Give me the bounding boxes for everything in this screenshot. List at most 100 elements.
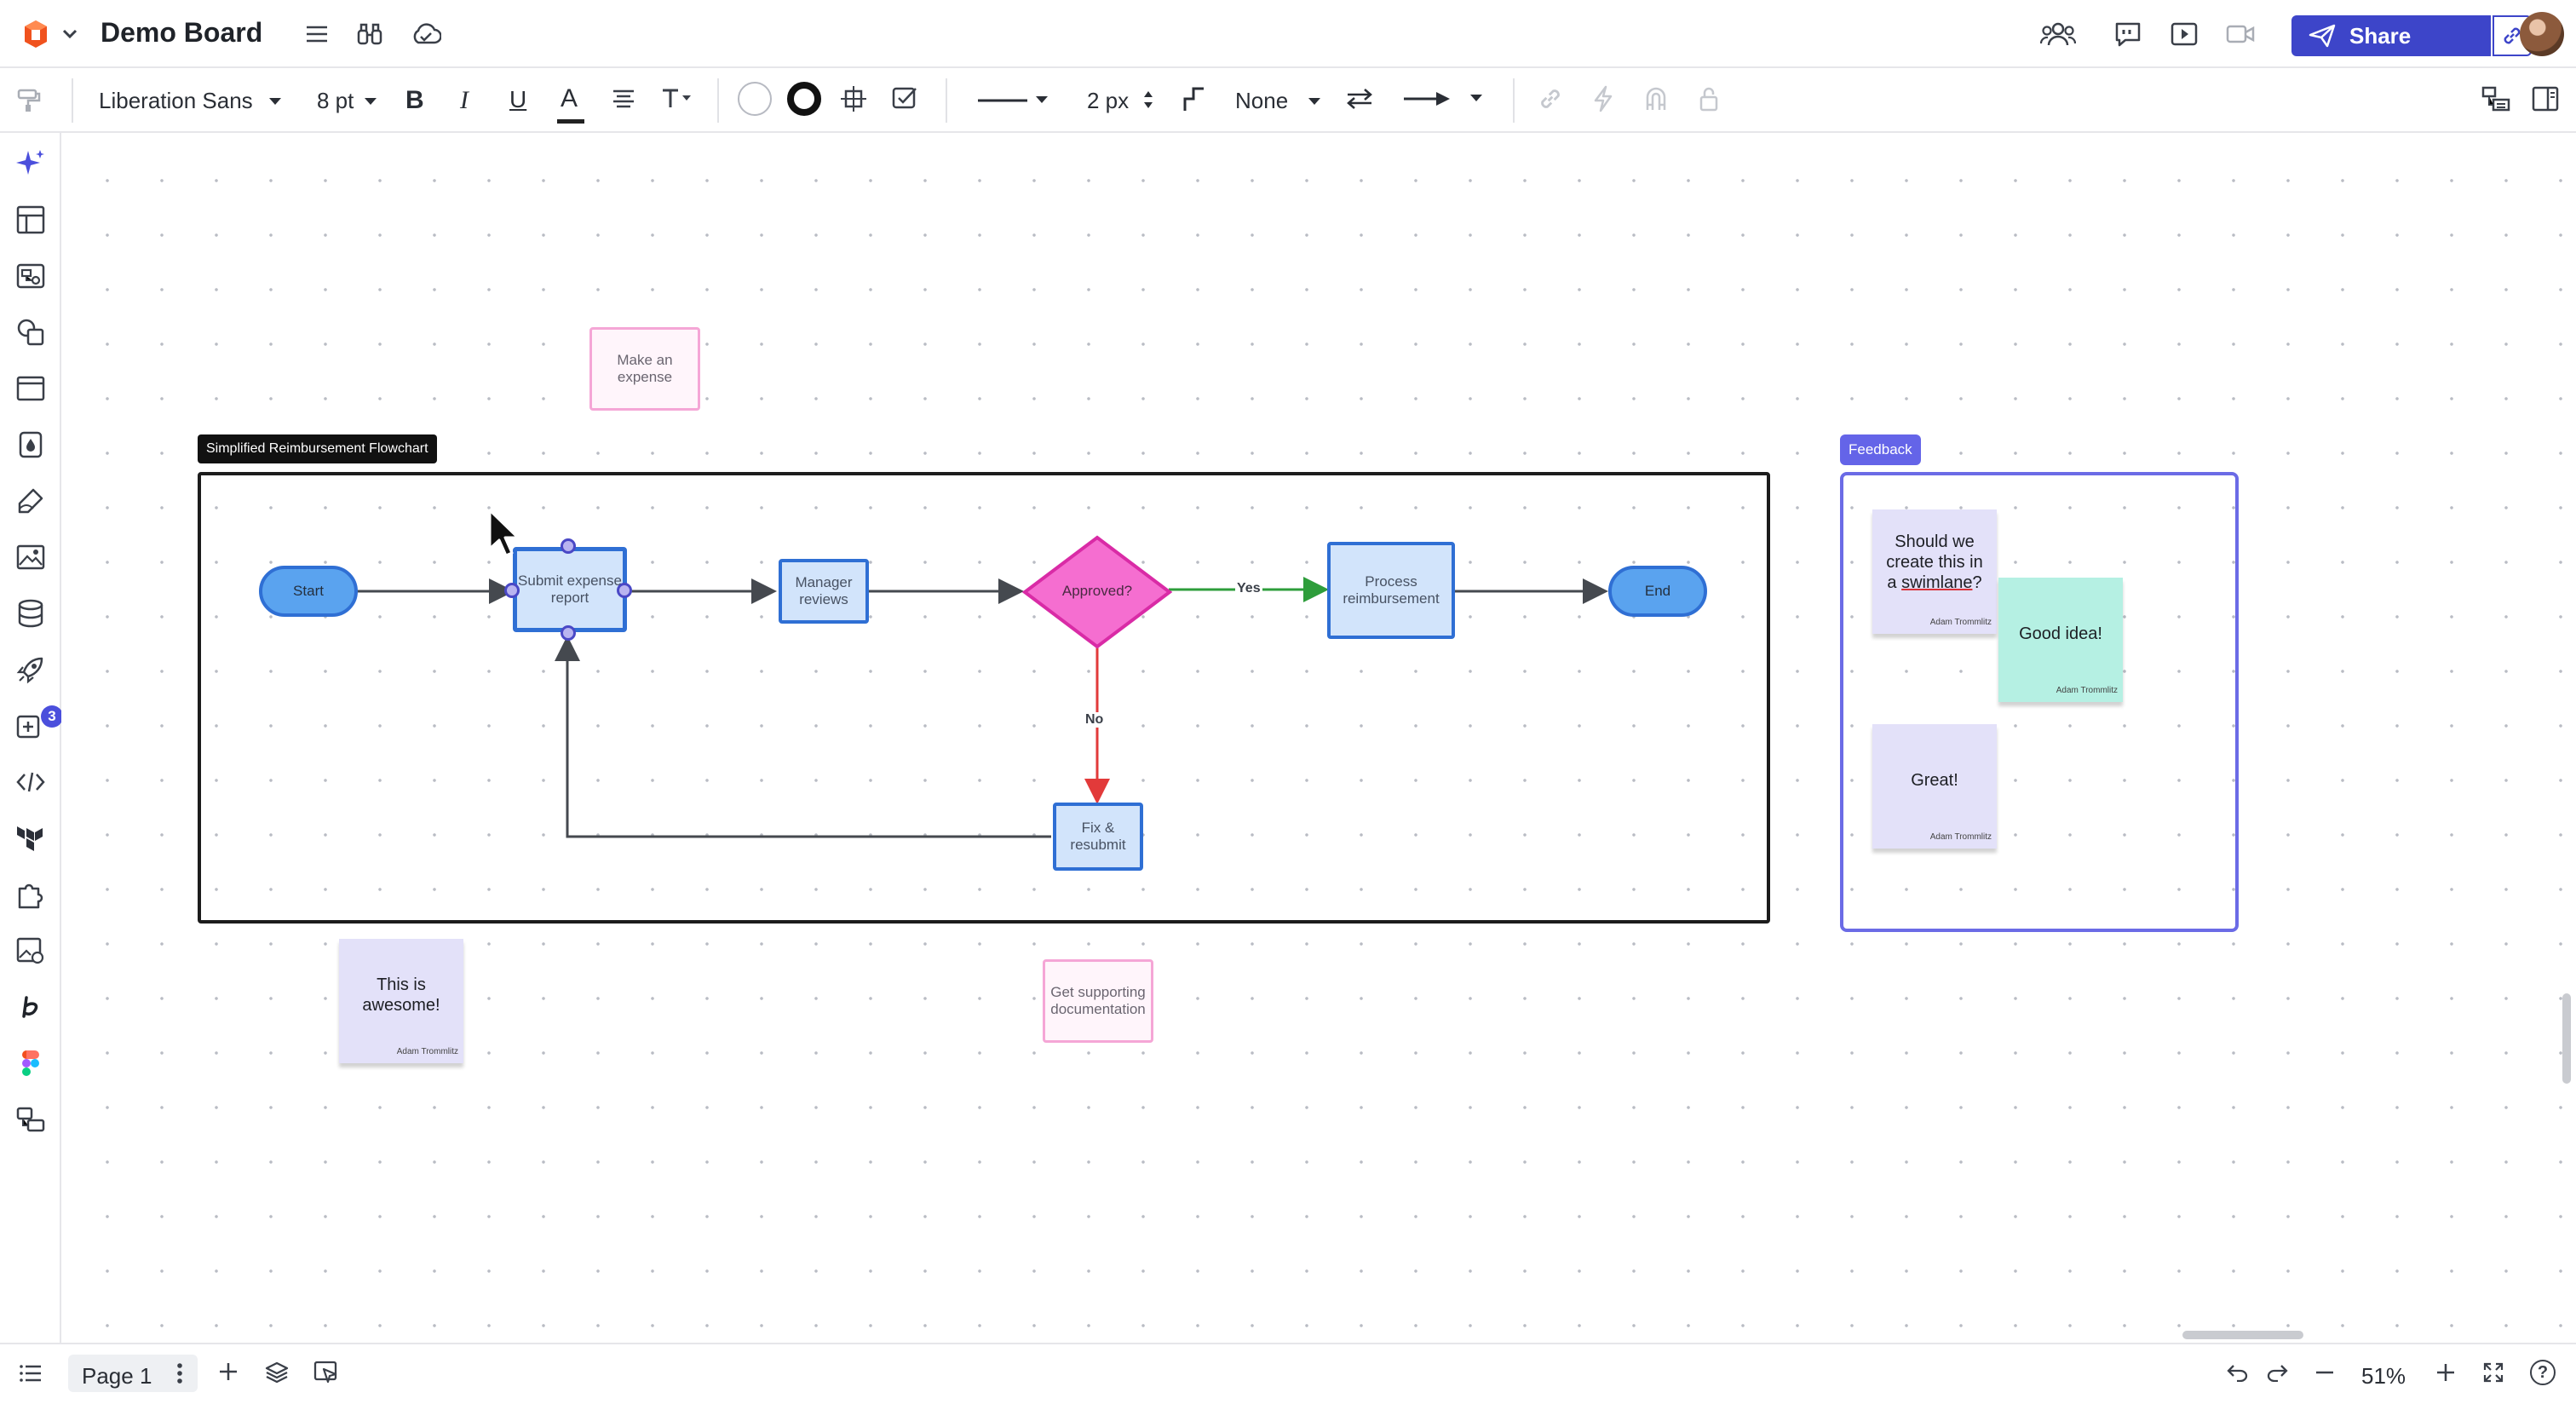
lucid-logo-icon[interactable] xyxy=(19,17,53,51)
text-options-icon[interactable] xyxy=(659,83,693,114)
page-tab-label: Page 1 xyxy=(82,1363,152,1389)
process-reimbursement-process[interactable]: Process reimbursement xyxy=(1327,542,1455,639)
templates-icon[interactable] xyxy=(12,201,49,239)
puzzle-icon[interactable] xyxy=(12,876,49,913)
align-icon[interactable] xyxy=(608,83,639,114)
help-button[interactable]: ? xyxy=(2530,1360,2556,1385)
page-tab[interactable] xyxy=(68,1355,198,1392)
zoom-in-icon[interactable] xyxy=(2431,1358,2460,1387)
right-panel-icon[interactable] xyxy=(2528,83,2562,114)
integrations-badge: 3 xyxy=(41,705,63,728)
diagram-icon[interactable] xyxy=(12,257,49,295)
bold-button[interactable]: B xyxy=(405,86,424,114)
image-icon[interactable] xyxy=(12,538,49,576)
chevron-down-icon[interactable] xyxy=(58,22,82,46)
lock-icon xyxy=(1692,83,1726,114)
sticky-note[interactable]: This is awesome! Adam Trommlitz xyxy=(339,939,463,1063)
undo-icon[interactable] xyxy=(2223,1358,2252,1387)
font-family-caret-icon[interactable] xyxy=(266,92,285,111)
video-call-icon[interactable] xyxy=(2223,17,2257,51)
integrations-icon[interactable] xyxy=(12,707,49,745)
italic-button[interactable]: I xyxy=(460,86,469,114)
board-canvas[interactable]: Make an expense Get supporting documenta… xyxy=(61,133,2576,1343)
page-options-icon[interactable] xyxy=(170,1360,189,1387)
sticky-text-link[interactable]: swimlane xyxy=(1901,573,1973,592)
redo-icon[interactable] xyxy=(2263,1358,2291,1387)
arrow-start-select[interactable]: None xyxy=(1235,88,1289,113)
binoculars-icon[interactable] xyxy=(353,17,387,51)
data-icon[interactable] xyxy=(12,595,49,632)
style-settings-icon[interactable] xyxy=(891,83,922,114)
code-icon[interactable] xyxy=(12,763,49,801)
add-page-icon[interactable] xyxy=(215,1358,242,1385)
format-painter-icon[interactable] xyxy=(12,83,46,118)
horizontal-scrollbar[interactable] xyxy=(2182,1331,2303,1339)
fix-resubmit-process[interactable]: Fix & resubmit xyxy=(1053,803,1143,871)
zoom-level[interactable]: 51% xyxy=(2361,1363,2406,1389)
line-width-select[interactable]: 2 px xyxy=(1087,88,1130,113)
rocket-icon[interactable] xyxy=(12,651,49,688)
collaborators-icon[interactable] xyxy=(2039,17,2077,51)
sticky-note[interactable]: Great! Adam Trommlitz xyxy=(1872,724,1997,849)
arrow-end-icon[interactable] xyxy=(1402,85,1487,112)
fill-color-button[interactable] xyxy=(738,82,772,116)
line-width-stepper-icon[interactable] xyxy=(1140,87,1157,112)
flowchart-frame-label[interactable]: Simplified Reimbursement Flowchart xyxy=(198,434,437,463)
selection-handle-right[interactable] xyxy=(617,583,632,598)
sticky-text: Good idea! xyxy=(2019,624,2102,643)
flowchart-frame[interactable] xyxy=(198,472,1770,924)
share-button[interactable]: Share xyxy=(2291,15,2491,56)
selection-handle-top[interactable] xyxy=(561,538,576,554)
submit-expense-process[interactable]: Submit expense report xyxy=(513,547,627,632)
sticky-note[interactable]: Good idea! Adam Trommlitz xyxy=(1998,578,2123,702)
menu-icon[interactable] xyxy=(300,17,334,51)
arrow-start-caret-icon[interactable] xyxy=(1305,92,1324,111)
shape-data-icon[interactable] xyxy=(2479,83,2513,114)
line-routing-icon[interactable] xyxy=(1177,82,1211,116)
user-avatar[interactable] xyxy=(2520,12,2564,56)
cloud-saved-icon[interactable] xyxy=(409,17,443,51)
layers-icon[interactable] xyxy=(262,1358,291,1387)
text-color-button[interactable]: A xyxy=(561,84,578,112)
underline-button[interactable]: U xyxy=(509,86,527,112)
text-color-swatch xyxy=(557,119,584,124)
board-title[interactable]: Demo Board xyxy=(101,17,263,48)
present-icon[interactable] xyxy=(2167,17,2201,51)
image-edit-icon[interactable] xyxy=(12,932,49,970)
fit-screen-icon[interactable] xyxy=(2479,1358,2508,1387)
presentation-mode-icon[interactable] xyxy=(312,1358,341,1387)
font-size-caret-icon[interactable] xyxy=(361,92,380,111)
selection-handle-bottom[interactable] xyxy=(561,625,576,641)
manager-reviews-process[interactable]: Manager reviews xyxy=(779,559,869,624)
get-docs-box[interactable]: Get supporting documentation xyxy=(1043,959,1153,1043)
comments-icon[interactable] xyxy=(2111,17,2145,51)
sticky-note[interactable]: Should we create this in a swimlane? Ada… xyxy=(1872,509,1997,634)
frame-icon[interactable] xyxy=(12,370,49,407)
draw-icon[interactable] xyxy=(12,482,49,520)
ai-sparkle-icon[interactable] xyxy=(12,145,49,182)
approved-decision[interactable]: Approved? xyxy=(1021,535,1173,649)
page-list-icon[interactable] xyxy=(15,1358,46,1389)
shapes-icon[interactable] xyxy=(12,314,49,351)
line-color-button[interactable] xyxy=(787,82,821,116)
zoom-out-icon[interactable] xyxy=(2310,1358,2339,1387)
font-size-select[interactable]: 8 pt xyxy=(317,88,354,113)
end-terminal[interactable]: End xyxy=(1608,566,1707,617)
make-expense-box[interactable]: Make an expense xyxy=(589,327,700,411)
figma-icon[interactable] xyxy=(12,1044,49,1082)
terraform-icon[interactable] xyxy=(12,820,49,857)
line-style-icon[interactable] xyxy=(976,89,1053,112)
share-label: Share xyxy=(2349,22,2412,49)
position-icon[interactable] xyxy=(838,83,869,114)
feedback-frame-label[interactable]: Feedback xyxy=(1840,434,1921,465)
selection-handle-left[interactable] xyxy=(504,583,520,598)
more-shapes-icon[interactable] xyxy=(12,1101,49,1138)
swap-arrows-icon[interactable] xyxy=(1343,83,1377,114)
feedback-frame[interactable] xyxy=(1840,472,2239,932)
edge-fix-submit[interactable] xyxy=(555,636,1051,838)
vertical-scrollbar[interactable] xyxy=(2562,993,2571,1084)
start-terminal[interactable]: Start xyxy=(259,566,358,617)
color-fill-icon[interactable] xyxy=(12,426,49,463)
font-family-select[interactable]: Liberation Sans xyxy=(99,88,253,113)
bynder-icon[interactable] xyxy=(12,988,49,1026)
